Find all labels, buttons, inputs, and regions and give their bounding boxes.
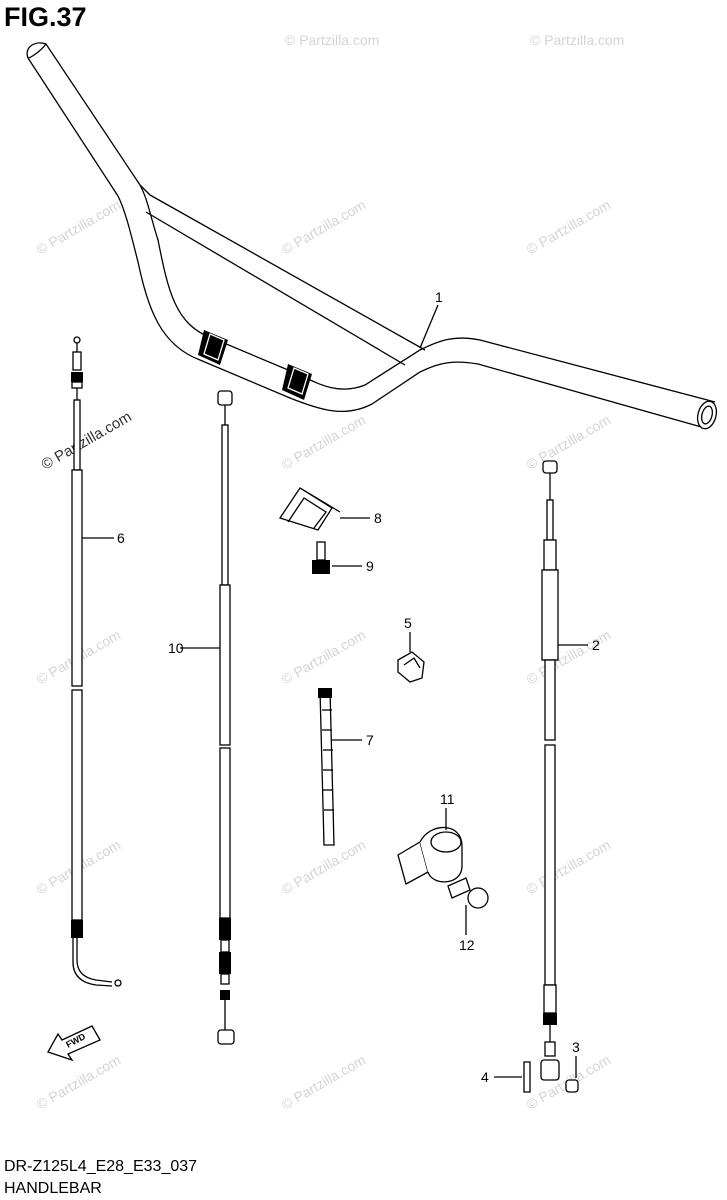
watermark: © Partzilla.com bbox=[524, 627, 614, 688]
watermark: © Partzilla.com bbox=[279, 412, 369, 473]
callout-1: 1 bbox=[435, 289, 443, 305]
callout-9: 9 bbox=[366, 558, 374, 574]
watermark: © Partzilla.com bbox=[39, 408, 135, 473]
watermark: © Partzilla.com bbox=[279, 837, 369, 898]
knurl-left bbox=[198, 330, 228, 365]
clamp-part-8[interactable]: 8 bbox=[278, 487, 382, 531]
watermark: © Partzilla.com bbox=[34, 197, 124, 258]
callout-3: 3 bbox=[572, 1039, 580, 1055]
watermark: © Partzilla.com bbox=[524, 197, 614, 258]
callout-11: 11 bbox=[440, 791, 455, 807]
guide-part-11[interactable]: 11 bbox=[397, 791, 463, 885]
diagram-name: HANDLEBAR bbox=[4, 1180, 102, 1197]
cable-part-10[interactable]: 10 bbox=[168, 390, 235, 1045]
cable-part-6[interactable]: 6 bbox=[71, 336, 125, 987]
watermark: © Partzilla.com bbox=[279, 627, 369, 688]
watermark: © Partzilla.com bbox=[285, 32, 379, 48]
callout-7: 7 bbox=[366, 732, 374, 748]
watermark: © Partzilla.com bbox=[524, 412, 614, 473]
watermark: © Partzilla.com bbox=[524, 837, 614, 898]
callout-6: 6 bbox=[117, 530, 125, 546]
callout-8: 8 bbox=[374, 510, 382, 526]
pin-part-3[interactable]: 3 bbox=[565, 1039, 580, 1093]
callout-2: 2 bbox=[592, 637, 600, 653]
fwd-arrow-icon: FWD bbox=[47, 1025, 101, 1062]
tie-strap-part-7[interactable]: 7 bbox=[318, 688, 374, 846]
watermark: © Partzilla.com bbox=[34, 1052, 124, 1113]
handlebar-part-1[interactable]: 1 bbox=[26, 42, 719, 431]
watermark: © Partzilla.com bbox=[530, 32, 624, 48]
bolt-part-12[interactable]: 12 bbox=[447, 877, 489, 953]
diagram-code: DR-Z125L4_E28_E33_037 bbox=[4, 1158, 198, 1175]
callout-10: 10 bbox=[168, 640, 184, 656]
callout-12: 12 bbox=[459, 937, 475, 953]
cable-part-2[interactable]: 2 bbox=[540, 460, 600, 1081]
figure-title: FIG.37 bbox=[4, 2, 87, 32]
bolt-part-9[interactable]: 9 bbox=[312, 541, 374, 574]
watermark: © Partzilla.com bbox=[279, 197, 369, 258]
callout-5: 5 bbox=[404, 615, 412, 631]
clip-part-5[interactable]: 5 bbox=[397, 615, 425, 683]
knurl-right bbox=[282, 364, 312, 400]
watermark: © Partzilla.com bbox=[279, 1052, 369, 1113]
cotter-pin-part-4[interactable]: 4 bbox=[481, 1061, 531, 1093]
callout-4: 4 bbox=[481, 1069, 489, 1085]
